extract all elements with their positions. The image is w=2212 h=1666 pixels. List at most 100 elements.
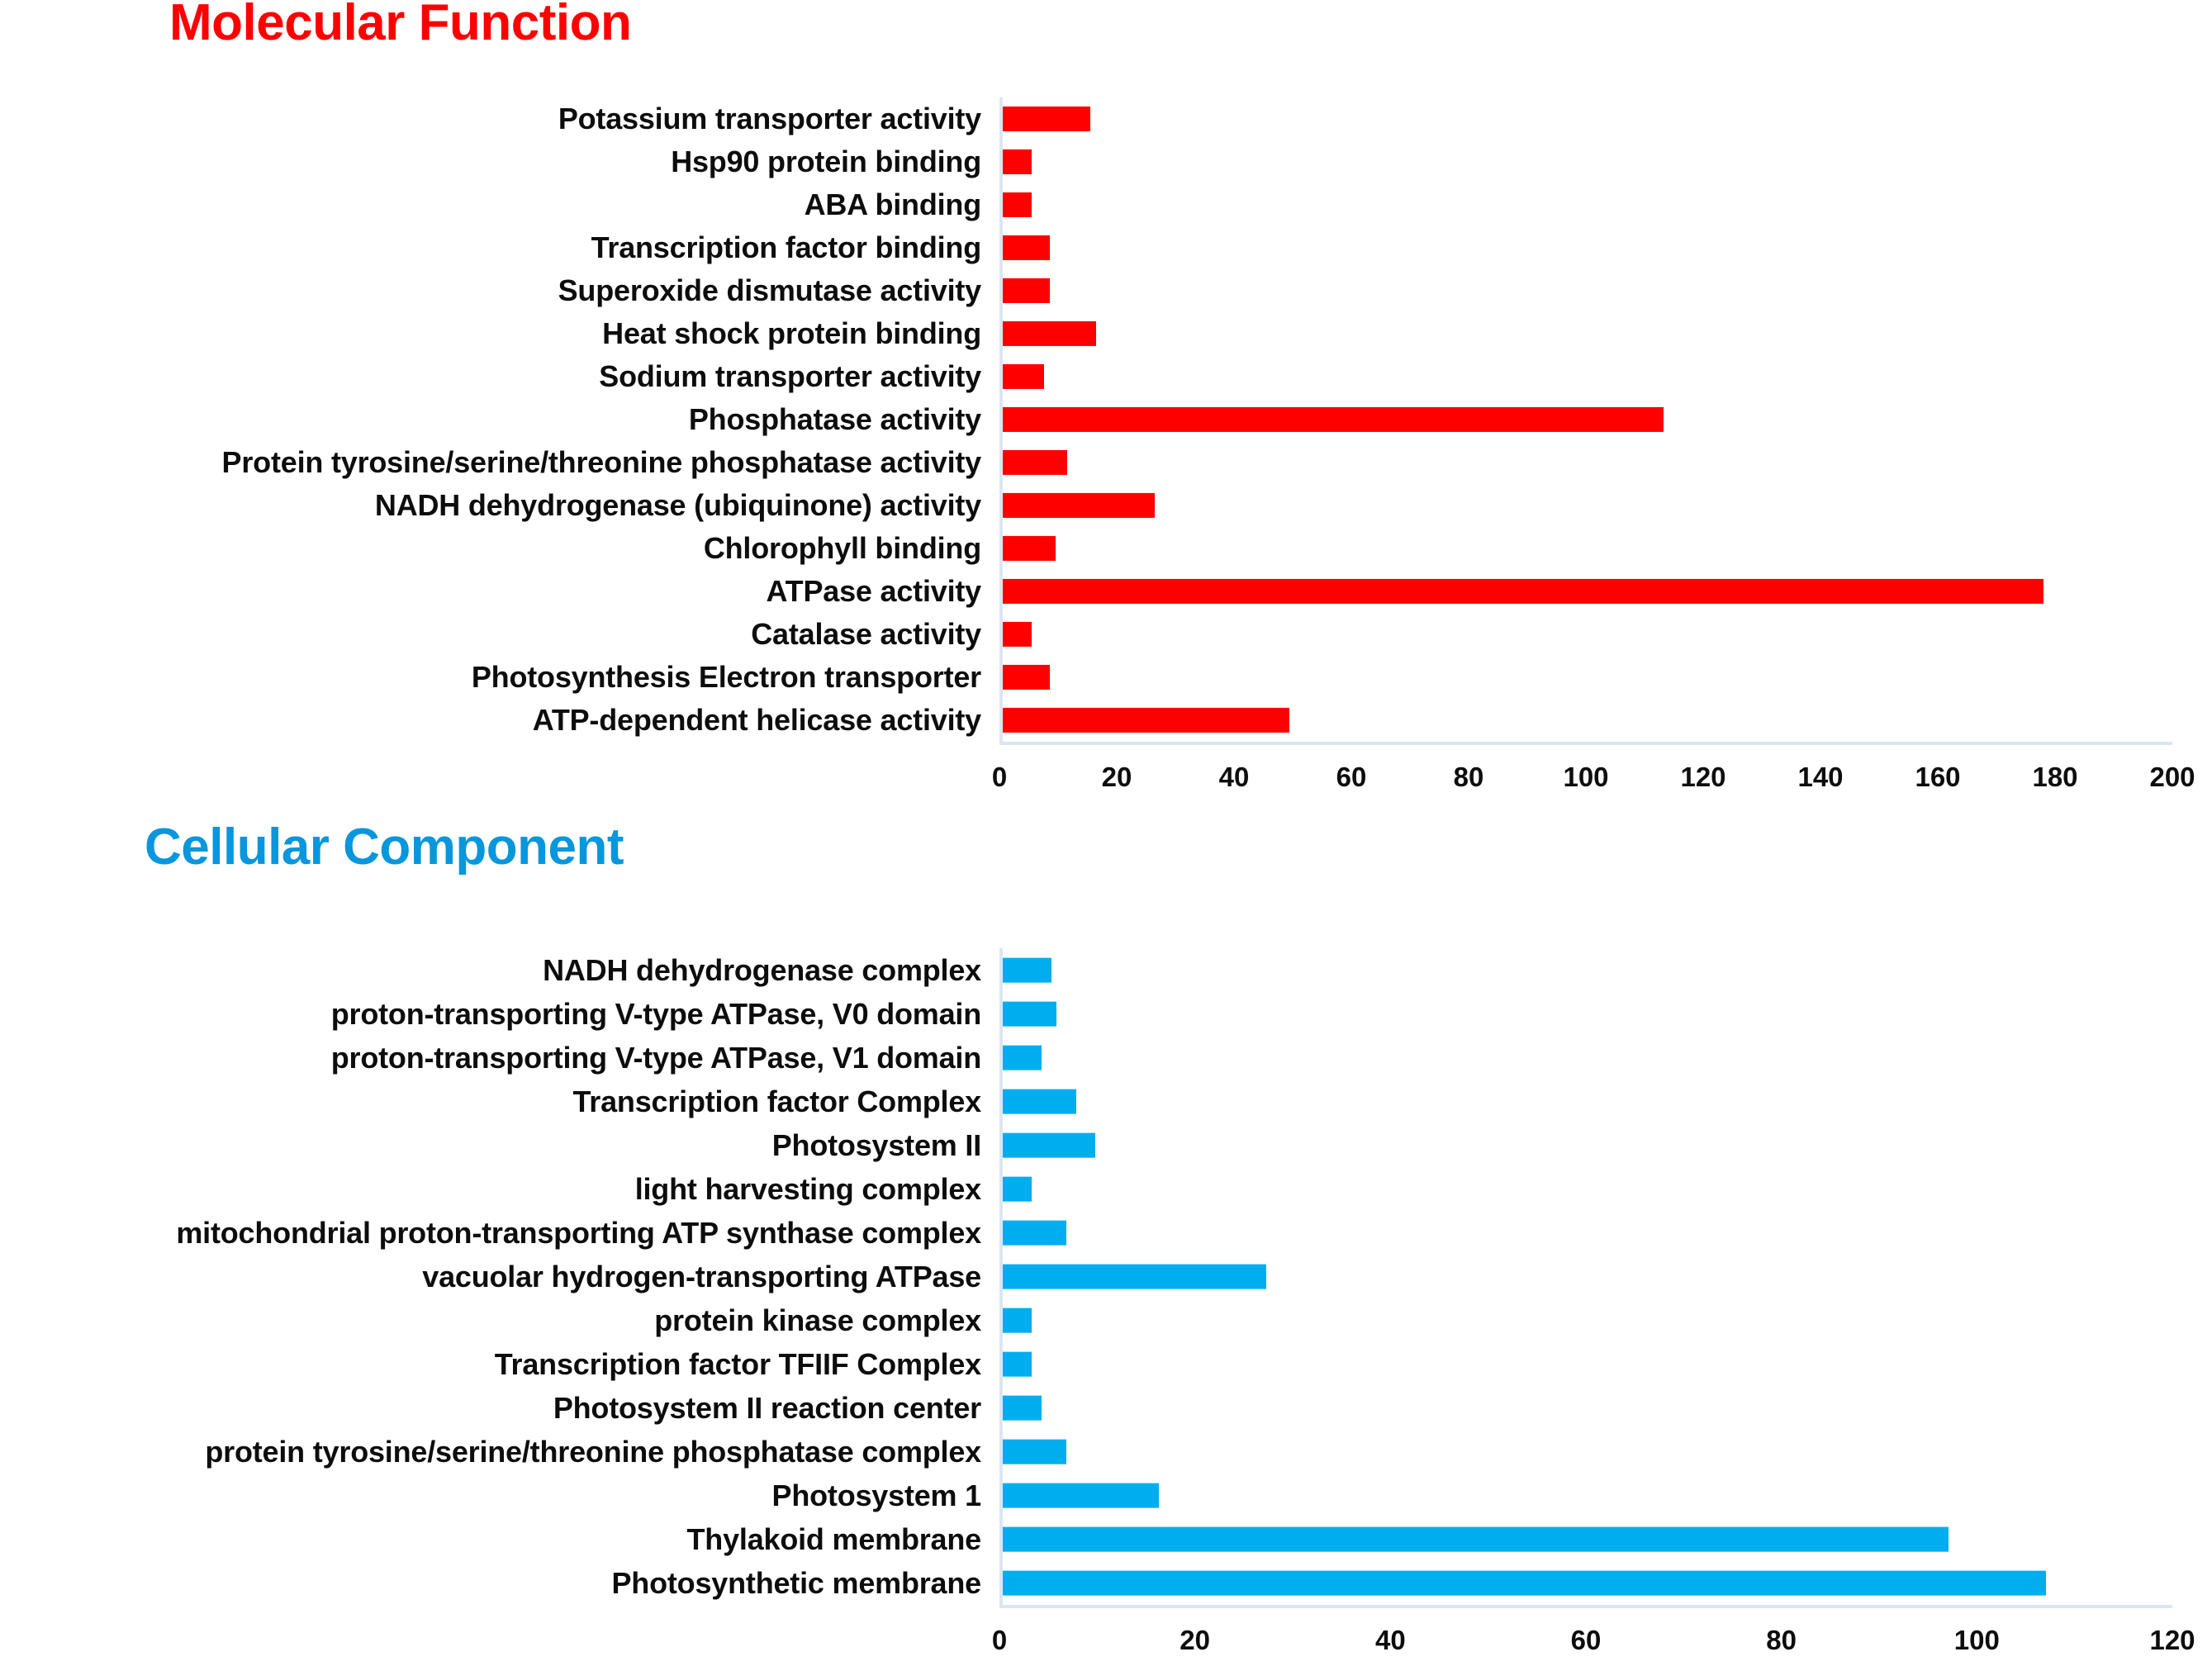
- chart-row: proton-transporting V-type ATPase, V1 do…: [0, 1036, 2172, 1080]
- chart-row: Photosynthesis Electron transporter: [0, 656, 2172, 699]
- bar: [1003, 707, 1289, 733]
- bar-track: [999, 484, 2172, 527]
- x-axis-tick-label: 40: [1374, 1625, 1406, 1655]
- bar: [1003, 957, 1051, 983]
- category-label: Heat shock protein binding: [602, 316, 981, 350]
- category-label: ATP-dependent helicase activity: [532, 703, 981, 737]
- x-axis-tick-label: 0: [991, 762, 1008, 792]
- bar-track: [999, 1211, 2172, 1255]
- x-axis-tick-label: 120: [1680, 762, 1726, 792]
- chart-row: Hsp90 protein binding: [0, 140, 2172, 183]
- chart-row: Photosystem II: [0, 1123, 2172, 1167]
- category-label: Potassium transporter activity: [558, 102, 981, 135]
- bar: [1003, 235, 1050, 261]
- chart-row: Phosphatase activity: [0, 398, 2172, 441]
- category-label: Hsp90 protein binding: [671, 145, 981, 178]
- x-axis-tick-label: 80: [1453, 762, 1484, 792]
- bar: [1003, 1045, 1042, 1070]
- chart-row: Potassium transporter activity: [0, 97, 2172, 140]
- chart-row: Catalase activity: [0, 613, 2172, 656]
- chart-row: NADH dehydrogenase (ubiquinone) activity: [0, 484, 2172, 527]
- category-label: ABA binding: [804, 187, 982, 221]
- bar: [1003, 1264, 1266, 1289]
- bar-track: [999, 398, 2172, 441]
- x-axis-tick-label: 60: [1336, 762, 1367, 792]
- chart-row: Transcription factor binding: [0, 226, 2172, 269]
- category-label: proton-transporting V-type ATPase, V1 do…: [330, 1040, 981, 1075]
- chart-row: Chlorophyll binding: [0, 527, 2172, 570]
- category-label: proton-transporting V-type ATPase, V0 do…: [330, 996, 981, 1031]
- bar: [1003, 664, 1050, 691]
- chart-row: mitochondrial proton-transporting ATP sy…: [0, 1211, 2172, 1255]
- x-axis-tick-label: 200: [2149, 762, 2195, 792]
- category-label: Catalase activity: [751, 617, 981, 651]
- category-label: Chlorophyll binding: [703, 531, 981, 565]
- category-label: Transcription factor TFIIF Complex: [494, 1346, 981, 1381]
- chart-row: ATPase activity: [0, 570, 2172, 613]
- bar: [1003, 278, 1050, 304]
- bar-track: [999, 948, 2172, 992]
- cellular-component-panel: Cellular Component NADH dehydrogenase co…: [0, 819, 2212, 1666]
- category-label: Photosynthesis Electron transporter: [471, 660, 981, 694]
- category-label: Transcription factor Complex: [572, 1084, 982, 1118]
- bar: [1003, 1526, 1949, 1552]
- bar-track: [999, 1342, 2172, 1386]
- category-label: protein kinase complex: [654, 1303, 981, 1337]
- category-label: Sodium transporter activity: [599, 359, 981, 393]
- bar: [1003, 621, 1032, 648]
- bar-track: [999, 699, 2172, 742]
- chart-row: vacuolar hydrogen-transporting ATPase: [0, 1255, 2172, 1298]
- category-label: Superoxide dismutase activity: [558, 273, 982, 307]
- x-axis-tick-label: 180: [2032, 762, 2078, 792]
- bar-track: [999, 1430, 2172, 1474]
- category-label: Photosystem II: [771, 1127, 981, 1162]
- chart-row: Heat shock protein binding: [0, 312, 2172, 355]
- chart-row: ABA binding: [0, 183, 2172, 226]
- bar: [1003, 406, 1664, 433]
- x-axis-tick-label: 100: [1563, 762, 1609, 792]
- bar: [1003, 192, 1032, 218]
- bar: [1003, 106, 1091, 132]
- bar-track: [999, 613, 2172, 656]
- chart-row: NADH dehydrogenase complex: [0, 948, 2172, 992]
- bar: [1003, 1089, 1076, 1114]
- chart-row: Transcription factor TFIIF Complex: [0, 1342, 2172, 1386]
- chart-row: Sodium transporter activity: [0, 355, 2172, 398]
- chart-row: Transcription factor Complex: [0, 1080, 2172, 1123]
- molecular-function-panel: Molecular Function Potassium transporter…: [0, 0, 2212, 826]
- bar: [1003, 1395, 1042, 1421]
- category-label: ATPase activity: [766, 574, 982, 608]
- category-label: vacuolar hydrogen-transporting ATPase: [422, 1259, 981, 1293]
- bar: [1003, 1176, 1032, 1202]
- bar: [1003, 149, 1032, 175]
- chart-row: Thylakoid membrane: [0, 1517, 2172, 1561]
- chart-row: Photosystem 1: [0, 1474, 2172, 1517]
- bar: [1003, 1351, 1032, 1377]
- x-axis-tick-label: 60: [1570, 1625, 1602, 1655]
- chart-row: protein tyrosine/serine/threonine phosph…: [0, 1430, 2172, 1474]
- chart-row: Photosynthetic membrane: [0, 1561, 2172, 1605]
- bar: [1003, 320, 1097, 347]
- bar-track: [999, 1474, 2172, 1517]
- category-label: mitochondrial proton-transporting ATP sy…: [176, 1215, 981, 1250]
- x-axis-tick-label: 40: [1218, 762, 1250, 792]
- cellular-component-chart: NADH dehydrogenase complex proton-transpo…: [0, 948, 2195, 1666]
- molecular-function-title: Molecular Function: [169, 0, 632, 51]
- bar-track: [999, 992, 2172, 1036]
- bar-track: [999, 269, 2172, 312]
- chart-row: proton-transporting V-type ATPase, V0 do…: [0, 992, 2172, 1036]
- bar-track: [999, 1036, 2172, 1080]
- category-label: Photosystem 1: [771, 1478, 982, 1512]
- chart-row: ATP-dependent helicase activity: [0, 699, 2172, 742]
- bar-track: [999, 1386, 2172, 1430]
- chart-row: Protein tyrosine/serine/threonine phosph…: [0, 441, 2172, 484]
- category-label: NADH dehydrogenase complex: [543, 952, 981, 987]
- category-label: NADH dehydrogenase (ubiquinone) activity: [374, 488, 981, 522]
- bar: [1003, 1570, 2046, 1596]
- bar: [1003, 535, 1056, 562]
- cellular-component-bar-rows: NADH dehydrogenase complex proton-transpo…: [0, 948, 2172, 1605]
